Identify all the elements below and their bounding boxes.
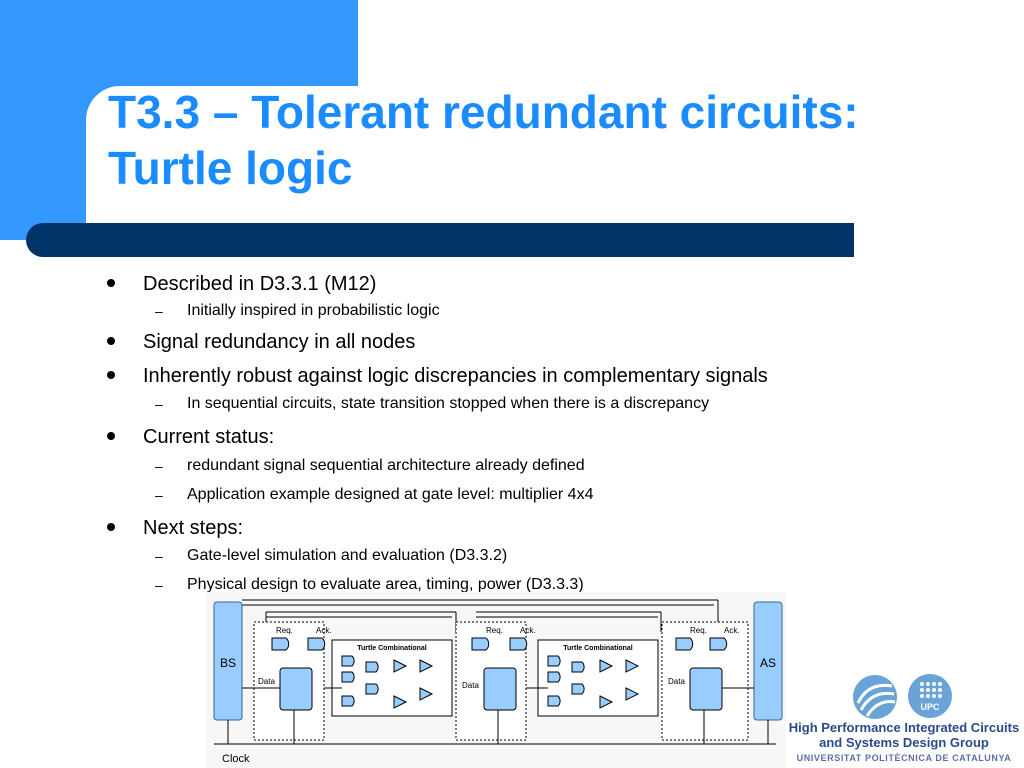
bullet-dot (107, 523, 115, 531)
req-label: Req. (690, 626, 707, 635)
group-name-line-1: High Performance Integrated Circuits (788, 720, 1020, 735)
sub-bullet-dash: – (155, 396, 163, 412)
title-underline-bar (26, 223, 854, 257)
sub-bullet-item: Gate-level simulation and evaluation (D3… (187, 547, 508, 564)
bullet-item: Next steps: (143, 517, 244, 539)
sub-bullet-dash: – (155, 548, 163, 564)
upc-logo-icon: UPC (908, 674, 952, 718)
req-label: Req. (486, 626, 503, 635)
bullet-item: Current status: (143, 426, 275, 448)
pipeline-stage-1: Req. Ack. Data (242, 621, 332, 741)
bullet-item: Inherently robust against logic discrepa… (143, 365, 768, 387)
sub-bullet-item: In sequential circuits, state transition… (187, 395, 710, 412)
turtle-combinational-2: Turtle Combinational (526, 639, 659, 717)
and-gate (509, 637, 528, 651)
and-gate (307, 637, 326, 651)
sub-bullet-dash: – (155, 577, 163, 593)
slide-title-line-1: T3.3 – Tolerant redundant circuits: (108, 86, 859, 138)
sub-bullet-item: redundant signal sequential architecture… (187, 457, 585, 474)
register-block (279, 667, 313, 711)
university-name: UNIVERSITAT POLITÈCNICA DE CATALUNYA (796, 753, 1012, 763)
req-label: Req. (276, 626, 293, 635)
turtle-combinational-1: Turtle Combinational (324, 639, 453, 717)
bullet-dot (107, 337, 115, 345)
upc-logo-text: UPC (920, 702, 940, 712)
sub-bullet-item: Application example designed at gate lev… (187, 486, 594, 503)
hipics-logo-icon (853, 675, 897, 719)
c-element-gate (471, 637, 490, 651)
pipeline-stage-3: Req. Ack. Data (661, 621, 754, 741)
ack-label: Ack. (316, 626, 332, 635)
group-name-line-2: and Systems Design Group (819, 735, 989, 750)
sub-bullet-item: Initially inspired in probabilistic logi… (187, 302, 440, 319)
c-element-gate (675, 637, 694, 651)
combinational-label: Turtle Combinational (357, 645, 427, 652)
as-label: AS (760, 656, 776, 670)
sub-bullet-item: Physical design to evaluate area, timing… (187, 576, 584, 593)
bullet-dot (107, 432, 115, 440)
data-label: Data (462, 681, 479, 690)
ack-label: Ack. (724, 626, 740, 635)
register-block (483, 667, 517, 711)
slide-title: T3.3 – Tolerant redundant circuits: Turt… (108, 84, 988, 196)
bullet-item: Signal redundancy in all nodes (143, 331, 416, 353)
slide-title-line-2: Turtle logic (108, 142, 353, 194)
clock-wires (214, 710, 776, 745)
sub-bullet-dash: – (155, 303, 163, 319)
register-block (689, 667, 723, 711)
data-label: Data (258, 677, 275, 686)
bullet-dot (107, 279, 115, 287)
sub-bullet-dash: – (155, 487, 163, 503)
sub-bullet-dash: – (155, 458, 163, 474)
clock-label: Clock (222, 753, 250, 765)
bs-label: BS (220, 656, 236, 670)
c-element-gate (271, 637, 290, 651)
bullet-item: Described in D3.3.1 (M12) (143, 273, 377, 295)
pipeline-stage-2: Req. Ack. Data (455, 621, 536, 741)
ack-label: Ack. (520, 626, 536, 635)
data-label: Data (668, 677, 685, 686)
bullet-dot (107, 371, 115, 379)
and-gate (709, 637, 728, 651)
turtle-logic-circuit-diagram: BS AS Req. Ack. Data Turtle Combinationa… (206, 592, 786, 768)
institution-logos: UPC (853, 674, 952, 719)
combinational-label: Turtle Combinational (563, 645, 633, 652)
